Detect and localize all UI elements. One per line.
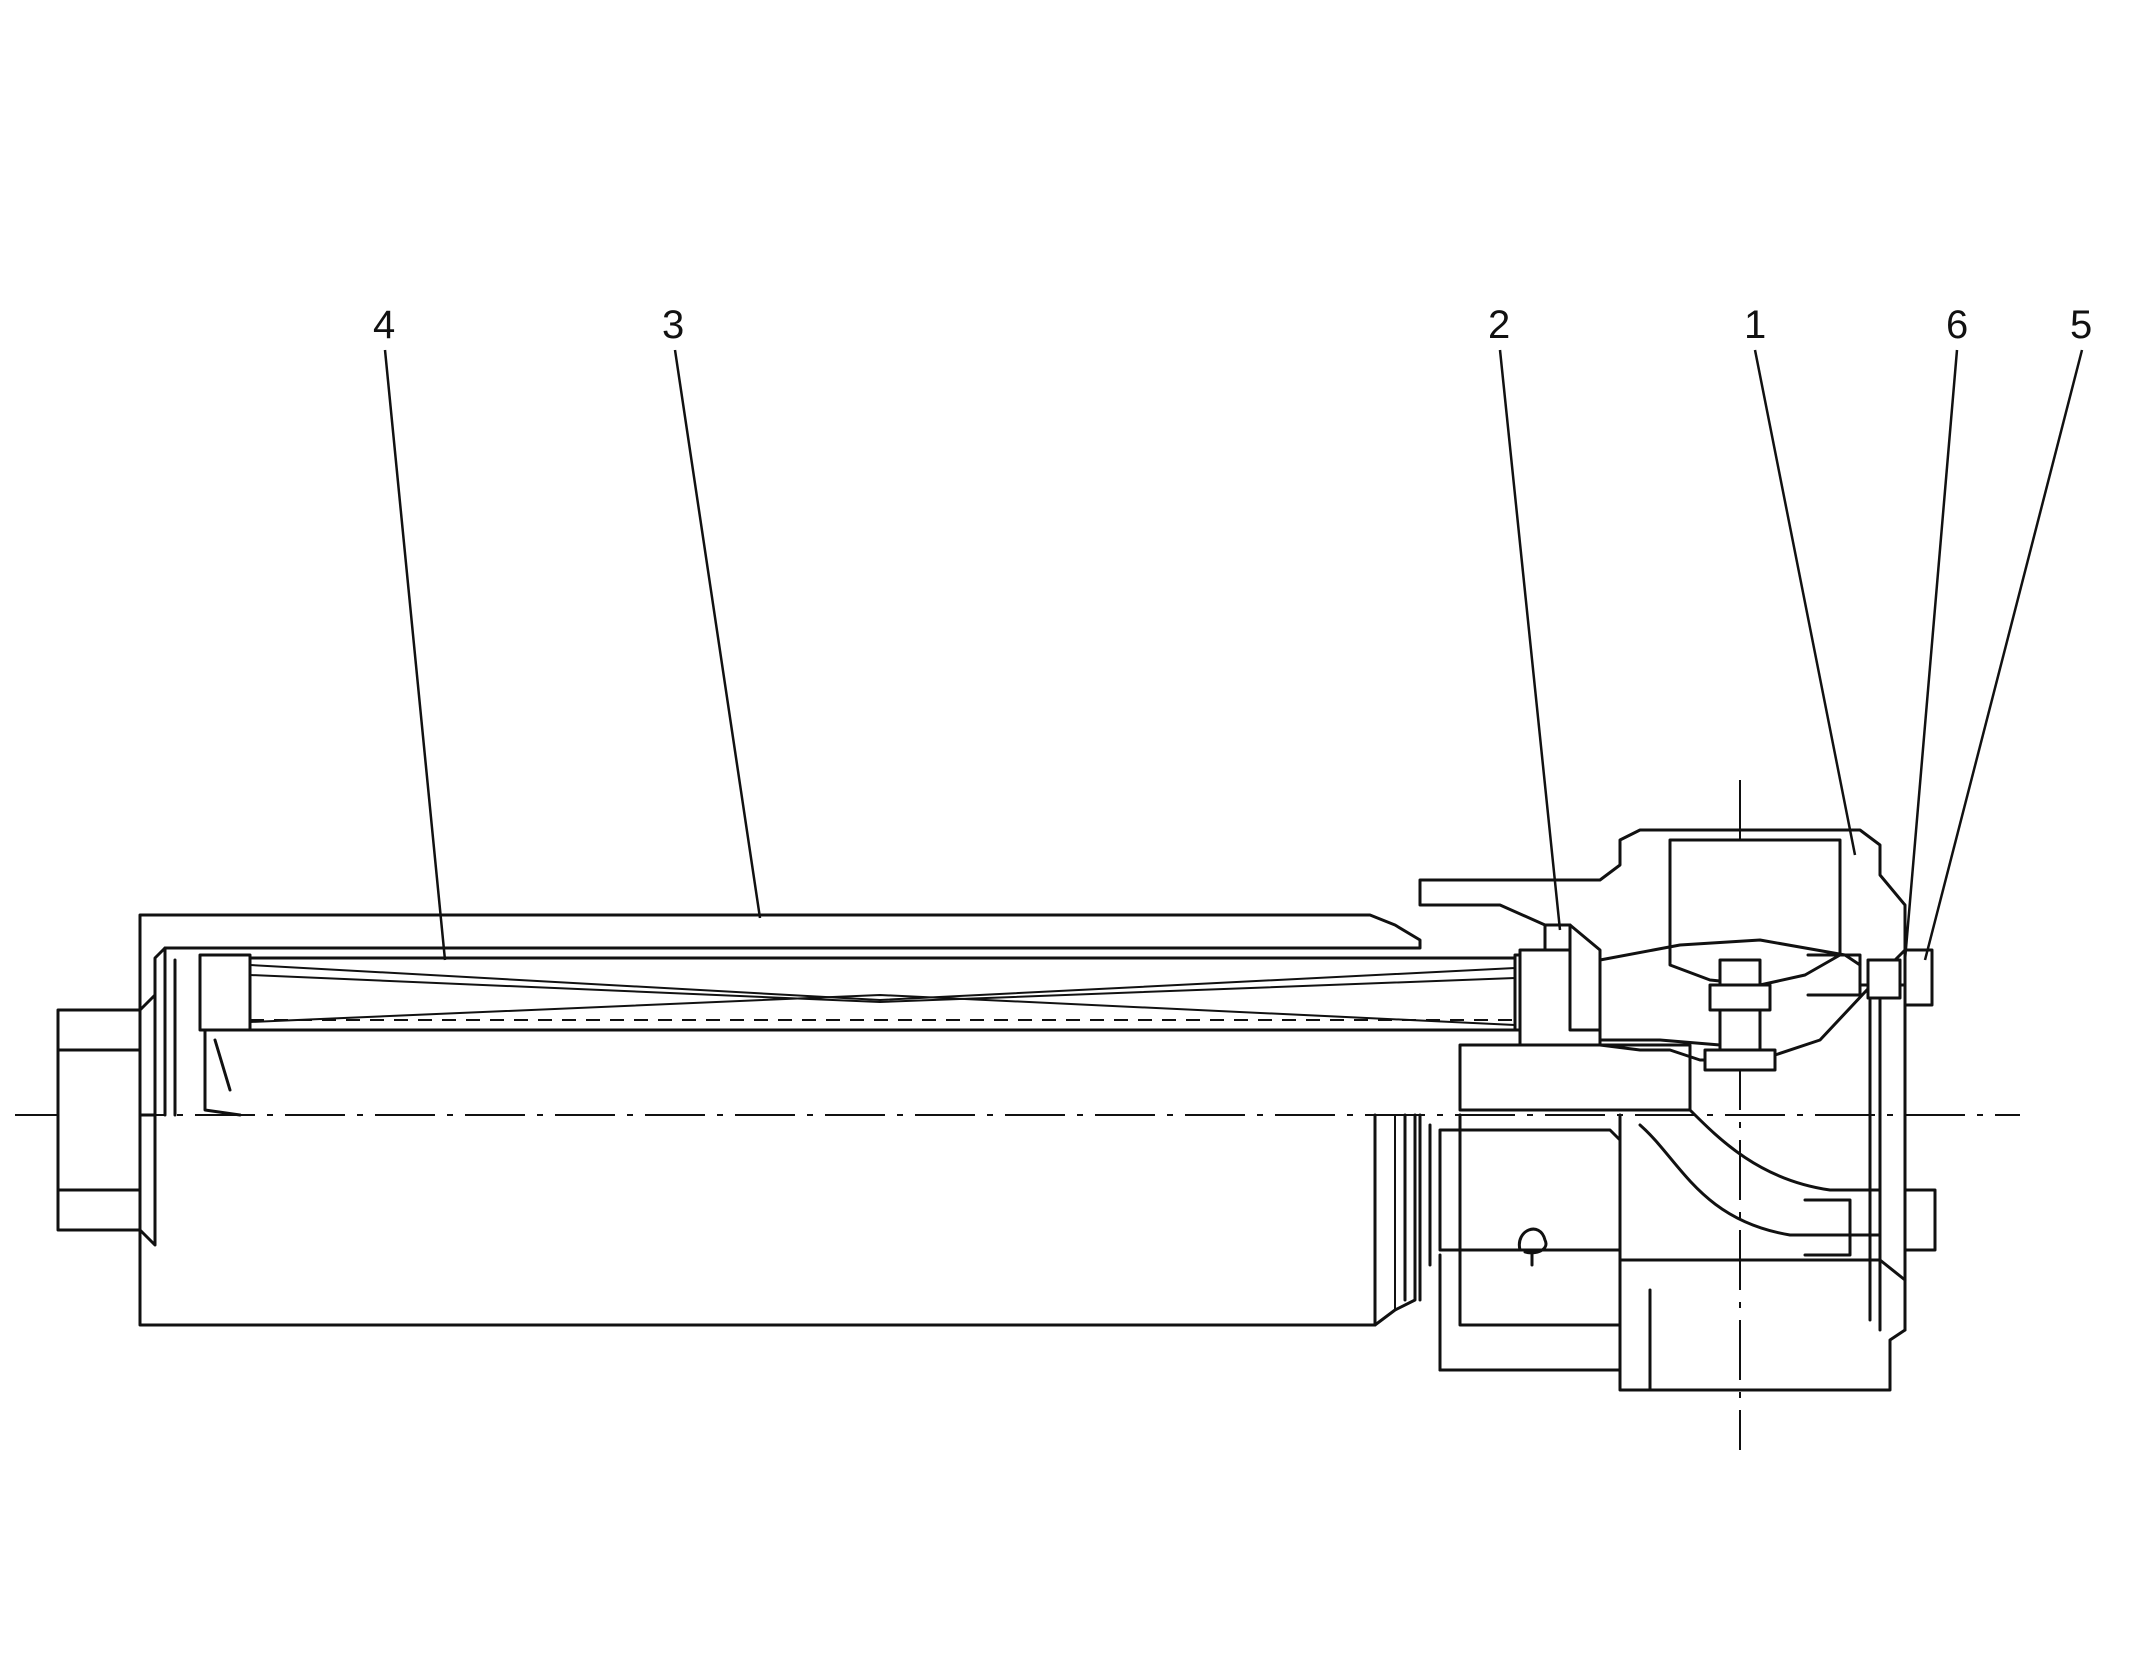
leader-lines <box>383 349 2084 961</box>
callout-labels: 4 3 2 1 6 5 <box>373 303 2092 347</box>
filter-head <box>1418 828 1937 1392</box>
leader-1 <box>1753 349 1857 856</box>
leader-6 <box>1903 349 1959 961</box>
callout-1: 1 <box>1744 303 1766 347</box>
seal-ring <box>1518 923 1602 1047</box>
callout-5: 5 <box>2070 303 2092 347</box>
callout-6: 6 <box>1946 303 1968 347</box>
leader-3 <box>673 349 762 919</box>
leader-5 <box>1923 349 2084 961</box>
leader-2 <box>1498 349 1562 931</box>
drain-plug <box>56 993 157 1247</box>
callout-2: 2 <box>1488 303 1510 347</box>
callout-4: 4 <box>373 303 395 347</box>
leader-4 <box>383 349 447 961</box>
filter-bowl <box>138 913 1422 1327</box>
filter-element <box>198 953 1567 1117</box>
callout-3: 3 <box>662 303 684 347</box>
